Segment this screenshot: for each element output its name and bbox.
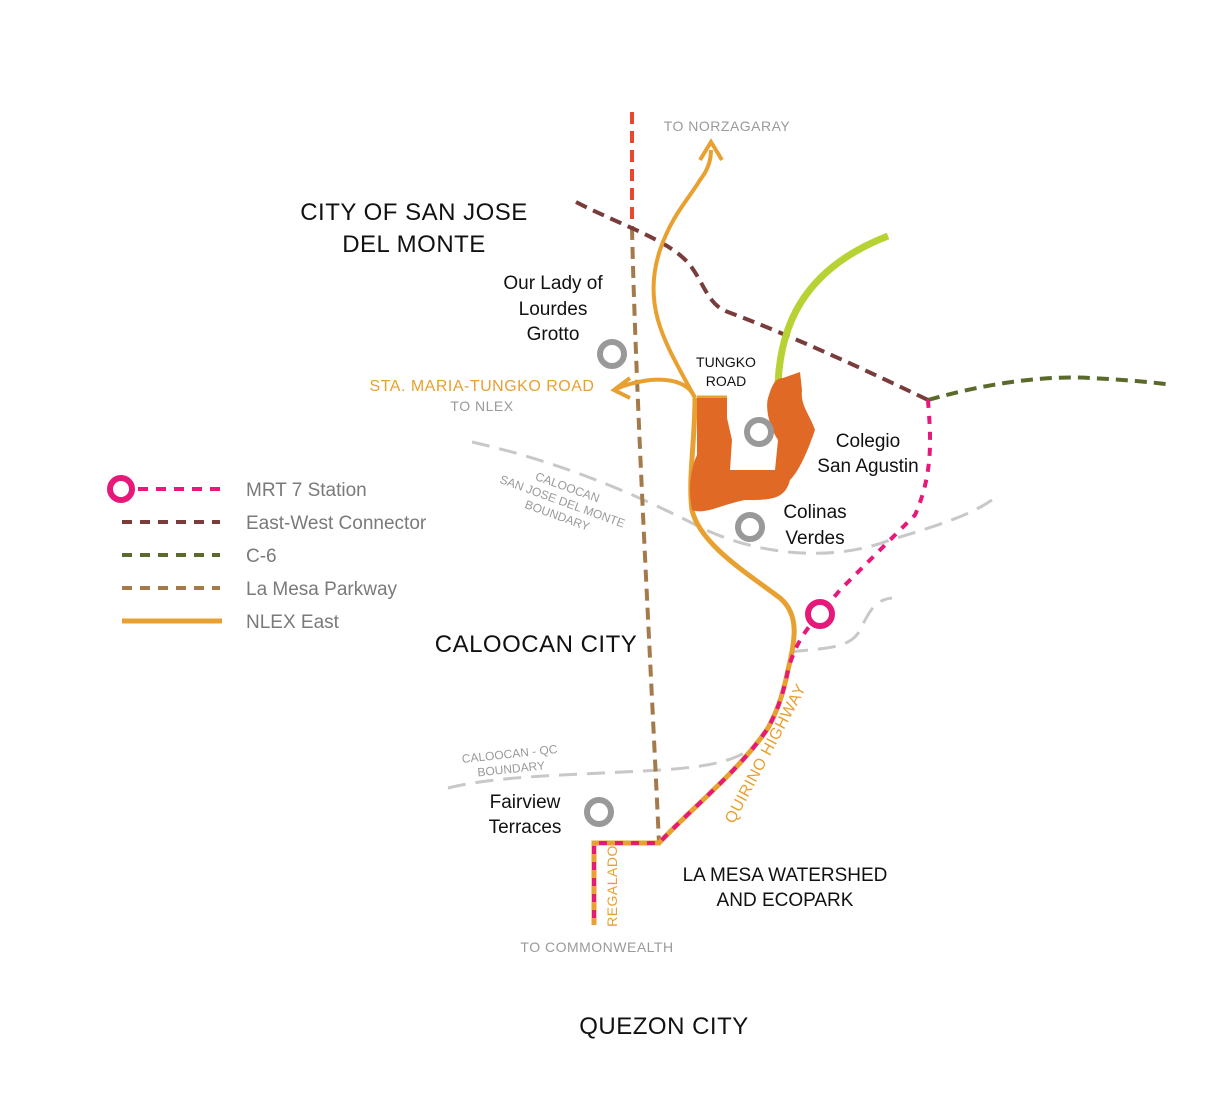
- road-label-to-nlex: TO NLEX: [450, 398, 513, 414]
- sjdm-boundary-label: CALOOCAN SAN JOSE DEL MONTE BOUNDARY: [498, 469, 627, 533]
- colinas-verdes-marker-icon: [735, 512, 765, 542]
- fairview-terraces-marker-icon: [584, 797, 614, 827]
- local-boundary-line: [789, 596, 893, 654]
- landmark-label-lourdes-3: Grotto: [527, 324, 580, 345]
- la-mesa-parkway-line: [630, 227, 661, 844]
- landmark-label-fairview-1: Fairview: [490, 792, 561, 813]
- west-arrow-icon: [610, 376, 632, 400]
- mrt7-line: [592, 399, 933, 925]
- legend: MRT 7 Station East-West Connector C-6 La…: [107, 475, 427, 633]
- road-label-tungko-2: ROAD: [706, 373, 746, 389]
- legend-label-mrt7: MRT 7 Station: [246, 480, 367, 501]
- area-label-san-jose-1: CITY OF SAN JOSE: [300, 199, 528, 226]
- area-label-san-jose-2: DEL MONTE: [342, 231, 486, 258]
- landmark-label-lourdes-1: Our Lady of: [503, 273, 603, 294]
- legend-label-la-mesa: La Mesa Parkway: [246, 579, 398, 600]
- east-west-connector-line: [575, 200, 929, 402]
- road-label-regalado: REGALADO: [604, 845, 620, 927]
- landmark-label-colegio-1: Colegio: [836, 431, 900, 452]
- c6-line: [927, 375, 1173, 402]
- road-label-sta-maria: STA. MARIA-TUNGKO ROAD: [370, 378, 595, 395]
- lourdes-grotto-marker-icon: [597, 339, 627, 369]
- legend-label-c6: C-6: [246, 546, 277, 567]
- legend-label-east-west: East-West Connector: [246, 513, 427, 534]
- road-label-to-norzagaray: TO NORZAGARAY: [664, 118, 791, 134]
- area-label-caloocan: CALOOCAN CITY: [435, 631, 638, 658]
- north-arrow-icon: [698, 138, 724, 162]
- road-label-quirino: QUIRINO HIGHWAY: [722, 681, 810, 826]
- landmark-label-fairview-2: Terraces: [489, 817, 562, 838]
- caloocan-qc-boundary-line: [447, 734, 764, 790]
- legend-label-nlex: NLEX East: [246, 612, 340, 633]
- area-label-la-mesa-1: LA MESA WATERSHED: [683, 865, 888, 886]
- landmark-label-lourdes-2: Lourdes: [519, 299, 588, 320]
- landmark-label-colinas-1: Colinas: [783, 502, 846, 523]
- development-area-shape: [689, 372, 815, 512]
- nlex-north-road-line: [651, 149, 713, 399]
- sta-maria-road-line: [613, 377, 697, 399]
- area-label-la-mesa-2: AND ECOPARK: [717, 890, 854, 911]
- caloocan-sjdm-boundary-line: [471, 440, 993, 555]
- mrt-station-icon: [107, 475, 135, 503]
- colegio-san-agustin-marker-icon: [744, 417, 774, 447]
- mrt7-station-marker-icon: [805, 599, 835, 629]
- area-label-quezon: QUEZON CITY: [579, 1013, 749, 1040]
- landmark-label-colinas-2: Verdes: [785, 528, 844, 549]
- landmark-label-colegio-2: San Agustin: [817, 456, 918, 477]
- road-label-tungko-1: TUNGKO: [696, 354, 756, 370]
- road-label-to-commonwealth: TO COMMONWEALTH: [520, 939, 673, 955]
- lime-road-line: [774, 232, 890, 386]
